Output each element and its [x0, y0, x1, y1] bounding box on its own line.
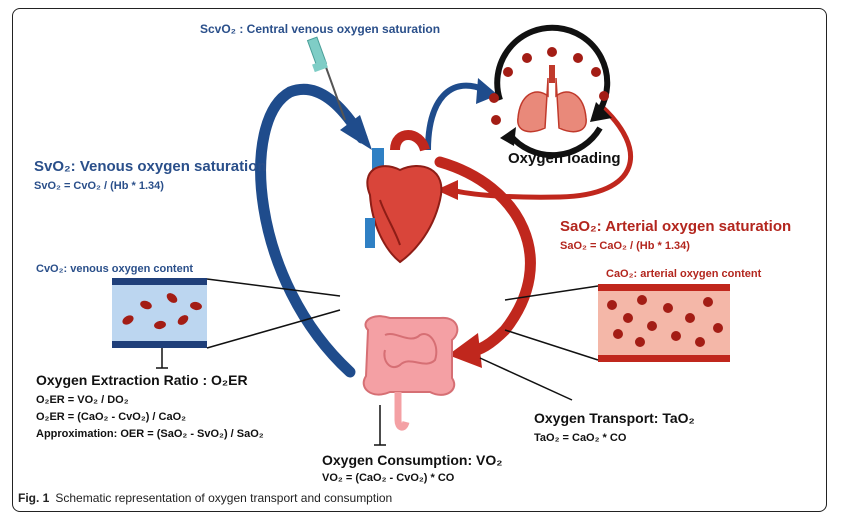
o2er-formula-3: Approximation: OER = (SaO₂ - SvO₂) / SaO…: [36, 428, 264, 440]
venous-return-arrowhead: [340, 115, 372, 150]
consumption-title: Oxygen Consumption: VO₂: [322, 452, 503, 468]
o2er-formula-1: O₂ER = VO₂ / DO₂: [36, 394, 129, 406]
consumption-formula: VO₂ = (CaO₂ - CvO₂) * CO: [322, 472, 455, 484]
transport-formula: TaO₂ = CaO₂ * CO: [534, 432, 627, 444]
cao2-label: CaO₂: arterial oxygen content: [606, 268, 762, 280]
cvo2-label: CvO₂: venous oxygen content: [36, 263, 194, 275]
venous-return-arrow: [255, 83, 368, 378]
caption-text: Schematic representation of oxygen trans…: [55, 491, 393, 505]
arterial-vessel: [598, 284, 730, 362]
venous-vessel: [112, 278, 207, 348]
catheter-icon: [306, 36, 346, 121]
figure-caption: Fig. 1 Schematic representation of oxygen…: [18, 491, 392, 505]
svo2-title: SvO₂: Venous oxygen saturation: [34, 158, 267, 175]
pulmonary-artery-arrow: [425, 82, 487, 151]
heart-icon: [365, 130, 443, 264]
pulmonary-vein-arrow: [451, 103, 633, 200]
o2er-formula-2: O₂ER = (CaO₂ - CvO₂) / CaO₂: [36, 411, 187, 423]
lungs-cycle: [489, 24, 612, 159]
scvo2-title: ScvO₂ : Central venous oxygen saturation: [200, 22, 441, 36]
transport-title: Oxygen Transport: TaO₂: [534, 410, 695, 426]
sao2-formula: SaO₂ = CaO₂ / (Hb * 1.34): [560, 240, 690, 252]
lungs-icon: [517, 77, 549, 133]
sao2-title: SaO₂: Arterial oxygen saturation: [560, 218, 792, 235]
arterial-arrow: [434, 156, 536, 358]
o2er-title: Oxygen Extraction Ratio : O₂ER: [36, 372, 248, 388]
figure-frame: [12, 8, 827, 512]
intestines-icon: [362, 315, 459, 431]
svo2-formula: SvO₂ = CvO₂ / (Hb * 1.34): [34, 180, 164, 192]
caption-fig-label: Fig. 1: [18, 491, 50, 505]
oxygen-loading-label: Oxygen loading: [508, 150, 621, 167]
arterial-arrowhead: [448, 333, 482, 368]
